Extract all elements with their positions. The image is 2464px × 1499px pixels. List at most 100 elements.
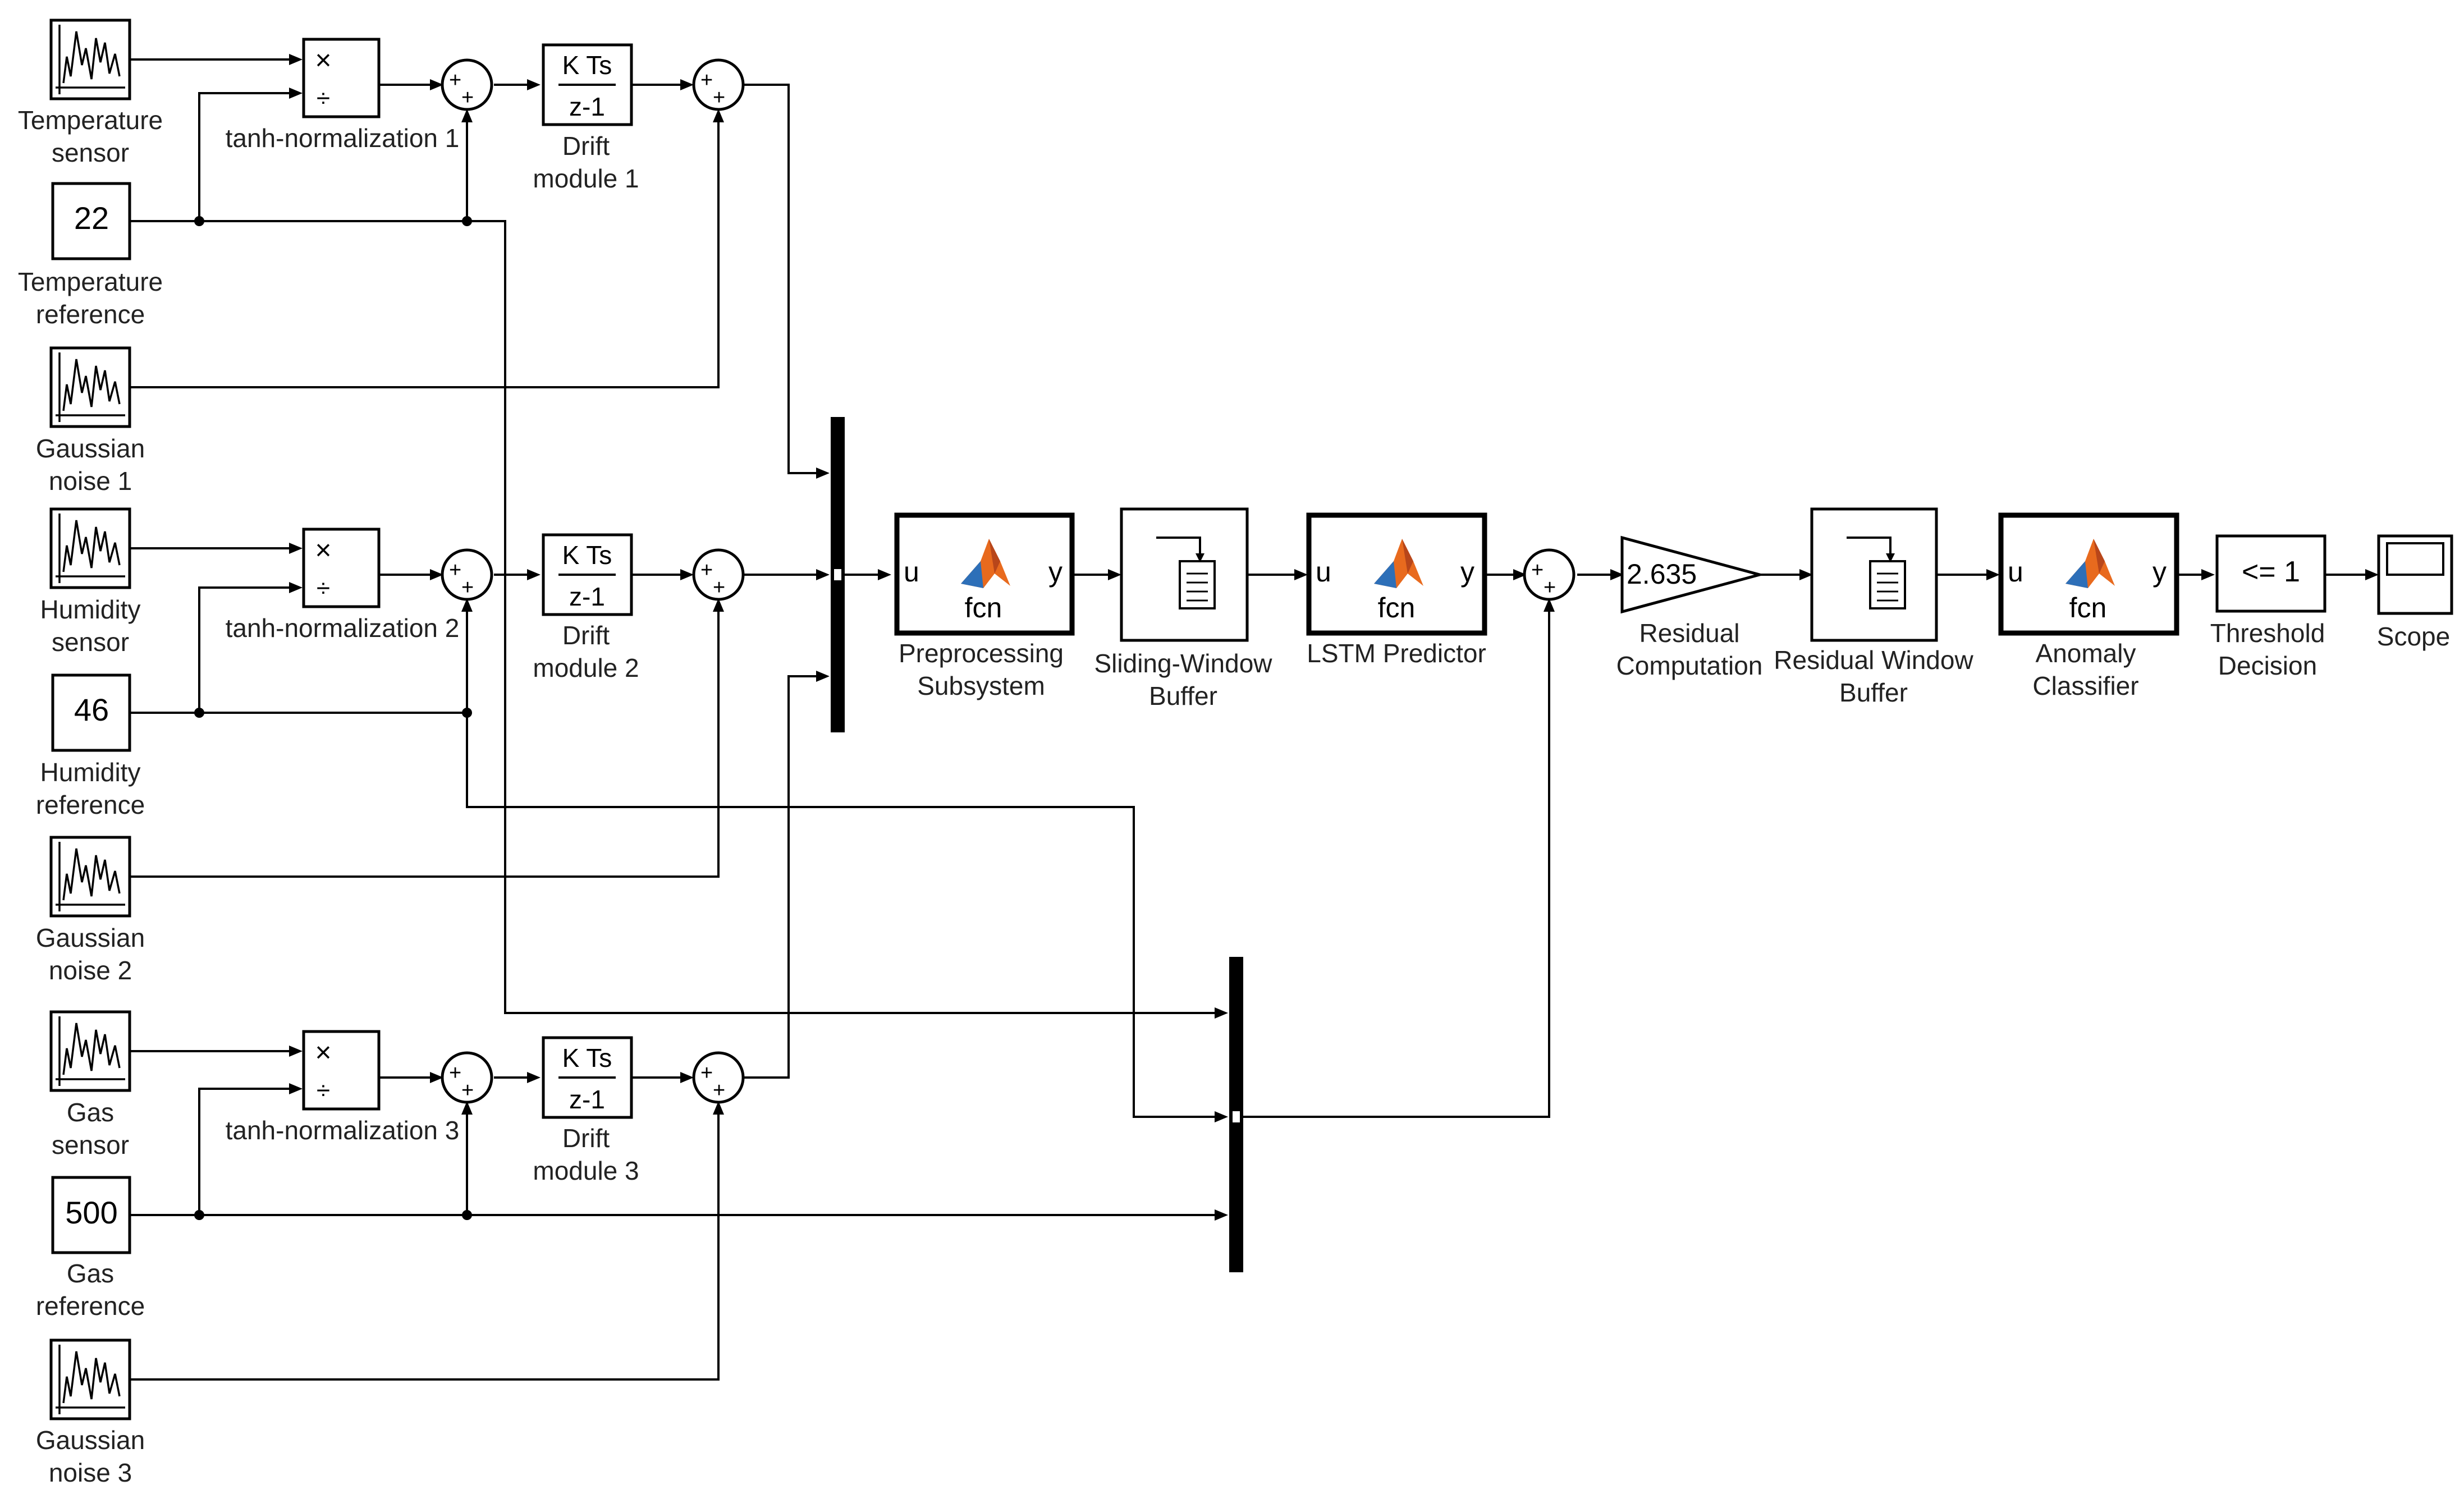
sum-block-2b[interactable]: + + [692,548,745,601]
anomaly-classifier-block[interactable]: u y fcn Anomaly Classifier [1998,512,2179,700]
junction-dots [194,216,472,1220]
plus-sign: + [449,68,461,92]
temperature-reference-label-2: reference [36,300,145,329]
divide-symbol: ÷ [317,575,330,602]
residual-window-buffer-block[interactable]: Residual Window Buffer [1774,507,1973,707]
drift-module-3-block[interactable]: K Ts z-1 Drift module 3 [533,1036,639,1185]
plus-sign: + [700,1061,713,1085]
tanh-normalization-1-block[interactable]: × ÷ tanh-normalization 1 [226,38,460,153]
humidity-reference-label-1: Humidity [40,758,141,787]
threshold-decision-block[interactable]: <= 1 Threshold Decision [2210,534,2326,680]
plus-sign: + [1544,576,1556,599]
gas-reference-label-2: reference [36,1291,145,1321]
sliding-window-buffer-block[interactable]: Sliding-Window Buffer [1094,507,1272,710]
temperature-sensor-label-2: sensor [52,138,129,167]
drift-module-1-block[interactable]: K Ts z-1 Drift module 1 [533,43,639,193]
gaussian-noise-1-block[interactable]: Gaussian noise 1 [36,348,145,496]
humidity-reference-label-2: reference [36,790,145,819]
humidity-constant-value: 46 [74,692,109,727]
signal-wires [130,58,2374,1381]
gaussian-noise-3-label-1: Gaussian [36,1425,145,1455]
gaussian-noise-2-label-1: Gaussian [36,923,145,952]
temperature-reference-label-1: Temperature [18,267,163,296]
scope-label: Scope [2377,622,2450,651]
gaussian-noise-3-label-2: noise 3 [49,1458,132,1487]
output-port-y: y [1048,556,1062,588]
residual-label-2: Computation [1616,651,1763,680]
gas-constant-value: 500 [65,1195,117,1230]
residual-buffer-label-2: Buffer [1839,678,1908,707]
divide-symbol: ÷ [317,85,330,112]
gas-sensor-label-1: Gas [67,1098,114,1127]
threshold-label-2: Decision [2218,651,2317,680]
anomaly-label-1: Anomaly [2036,639,2136,668]
gas-reference-block[interactable]: 500 Gas reference [36,1176,145,1321]
fcn-label: fcn [2069,592,2107,624]
plus-sign: + [700,558,713,582]
sliding-buffer-label-2: Buffer [1149,681,1217,710]
residual-label-1: Residual [1639,618,1740,648]
sum-block-3b[interactable]: + + [692,1051,745,1104]
preprocessing-label-2: Subsystem [917,671,1045,700]
temperature-reference-block[interactable]: 22 Temperature reference [18,182,163,329]
tanh-normalization-1-label: tanh-normalization 1 [226,123,460,153]
drift-module-3-label-2: module 3 [533,1156,639,1185]
sum-block-1a[interactable]: + + [441,58,493,111]
multiply-symbol: × [315,534,331,566]
tanh-normalization-2-block[interactable]: × ÷ tanh-normalization 2 [226,528,460,643]
input-port-u: u [2008,556,2023,588]
plus-sign: + [1531,558,1544,582]
drift-numerator: K Ts [562,540,612,570]
anomaly-label-2: Classifier [2032,671,2138,700]
humidity-sensor-label-1: Humidity [40,595,141,624]
plus-sign: + [461,576,474,599]
drift-denominator: z-1 [569,92,605,121]
plus-sign: + [449,1061,461,1085]
scope-screen-icon [2386,542,2444,576]
preprocessing-label-1: Preprocessing [899,639,1064,668]
sum-block-3a[interactable]: + + [441,1051,493,1104]
preprocessing-subsystem-block[interactable]: u y fcn Preprocessing Subsystem [894,512,1075,700]
fcn-label: fcn [1378,592,1416,624]
gaussian-noise-2-block[interactable]: Gaussian noise 2 [36,837,145,985]
humidity-sensor-block[interactable]: Humidity sensor [40,509,141,657]
sum-block-residual[interactable]: + + [1523,548,1576,601]
output-port-y: y [2152,556,2167,588]
scope-block[interactable]: Scope [2377,534,2453,651]
gaussian-noise-1-label-1: Gaussian [36,434,145,463]
gaussian-noise-2-label-2: noise 2 [49,956,132,985]
drift-module-2-label-1: Drift [562,621,610,650]
drift-module-1-label-2: module 1 [533,164,639,193]
drift-module-3-label-1: Drift [562,1124,610,1153]
sum-block-2a[interactable]: + + [441,548,493,601]
mux-bar-2[interactable] [1229,957,1243,1272]
gas-sensor-label-2: sensor [52,1130,129,1159]
gaussian-noise-3-block[interactable]: Gaussian noise 3 [36,1340,145,1487]
threshold-value: <= 1 [2242,556,2300,588]
mux-bar-1[interactable] [831,417,845,732]
drift-denominator: z-1 [569,1085,605,1114]
plus-sign: + [713,1079,725,1102]
plus-sign: + [461,86,474,109]
drift-denominator: z-1 [569,582,605,611]
gain-value: 2.635 [1627,558,1697,590]
plus-sign: + [713,86,725,109]
tanh-normalization-3-block[interactable]: × ÷ tanh-normalization 3 [226,1030,460,1145]
drift-module-2-block[interactable]: K Ts z-1 Drift module 2 [533,533,639,682]
humidity-reference-block[interactable]: 46 Humidity reference [36,673,145,819]
lstm-predictor-block[interactable]: u y fcn LSTM Predictor [1306,512,1487,668]
sum-block-1b[interactable]: + + [692,58,745,111]
fcn-label: fcn [965,592,1002,624]
divide-symbol: ÷ [317,1077,330,1104]
plus-sign: + [461,1079,474,1102]
arrowheads [289,54,2379,1221]
gas-sensor-block[interactable]: Gas sensor [51,1012,130,1159]
input-port-u: u [1316,556,1331,588]
humidity-sensor-label-2: sensor [52,627,129,657]
temperature-constant-value: 22 [74,200,109,236]
plus-sign: + [713,576,725,599]
gas-reference-label-1: Gas [67,1259,114,1288]
lstm-label: LSTM Predictor [1307,639,1486,668]
temperature-sensor-block[interactable]: Temperature sensor [18,20,163,167]
residual-computation-gain-block[interactable]: 2.635 Residual Computation [1616,535,1765,680]
